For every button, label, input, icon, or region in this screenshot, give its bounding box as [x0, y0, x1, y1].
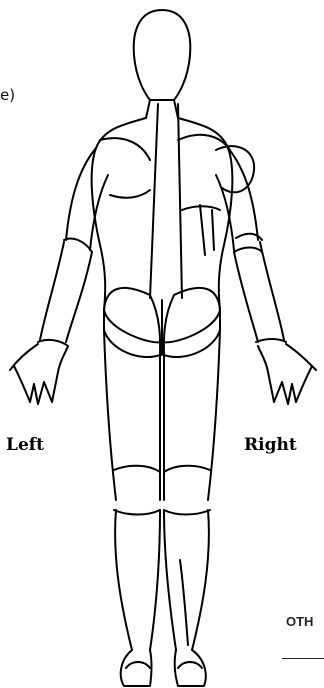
head-outline	[134, 10, 191, 100]
spine-band	[150, 104, 182, 298]
right-knee	[164, 466, 210, 515]
right-hand	[258, 344, 316, 404]
neck-outline	[146, 100, 178, 118]
other-field-line[interactable]	[282, 658, 324, 659]
left-elbow-band	[64, 239, 92, 253]
right-side-label: Right	[244, 435, 297, 455]
left-knee	[114, 466, 160, 515]
left-side-label: Left	[6, 435, 44, 455]
lower-back-left	[110, 190, 150, 198]
partial-paren-text: e)	[0, 86, 15, 104]
right-achilles	[180, 560, 188, 645]
right-wrist	[256, 339, 286, 342]
left-calf	[115, 510, 160, 650]
left-heel	[126, 662, 150, 668]
right-heel	[178, 662, 202, 668]
left-hand	[10, 344, 68, 404]
left-upper-arm	[66, 148, 108, 250]
right-elbow-band	[234, 234, 262, 252]
left-forearm	[40, 242, 92, 342]
back-shade	[200, 205, 214, 255]
other-field-label: OTH	[286, 614, 313, 629]
left-scapula	[100, 138, 150, 160]
right-forearm	[234, 242, 284, 342]
left-wrist	[38, 340, 68, 346]
